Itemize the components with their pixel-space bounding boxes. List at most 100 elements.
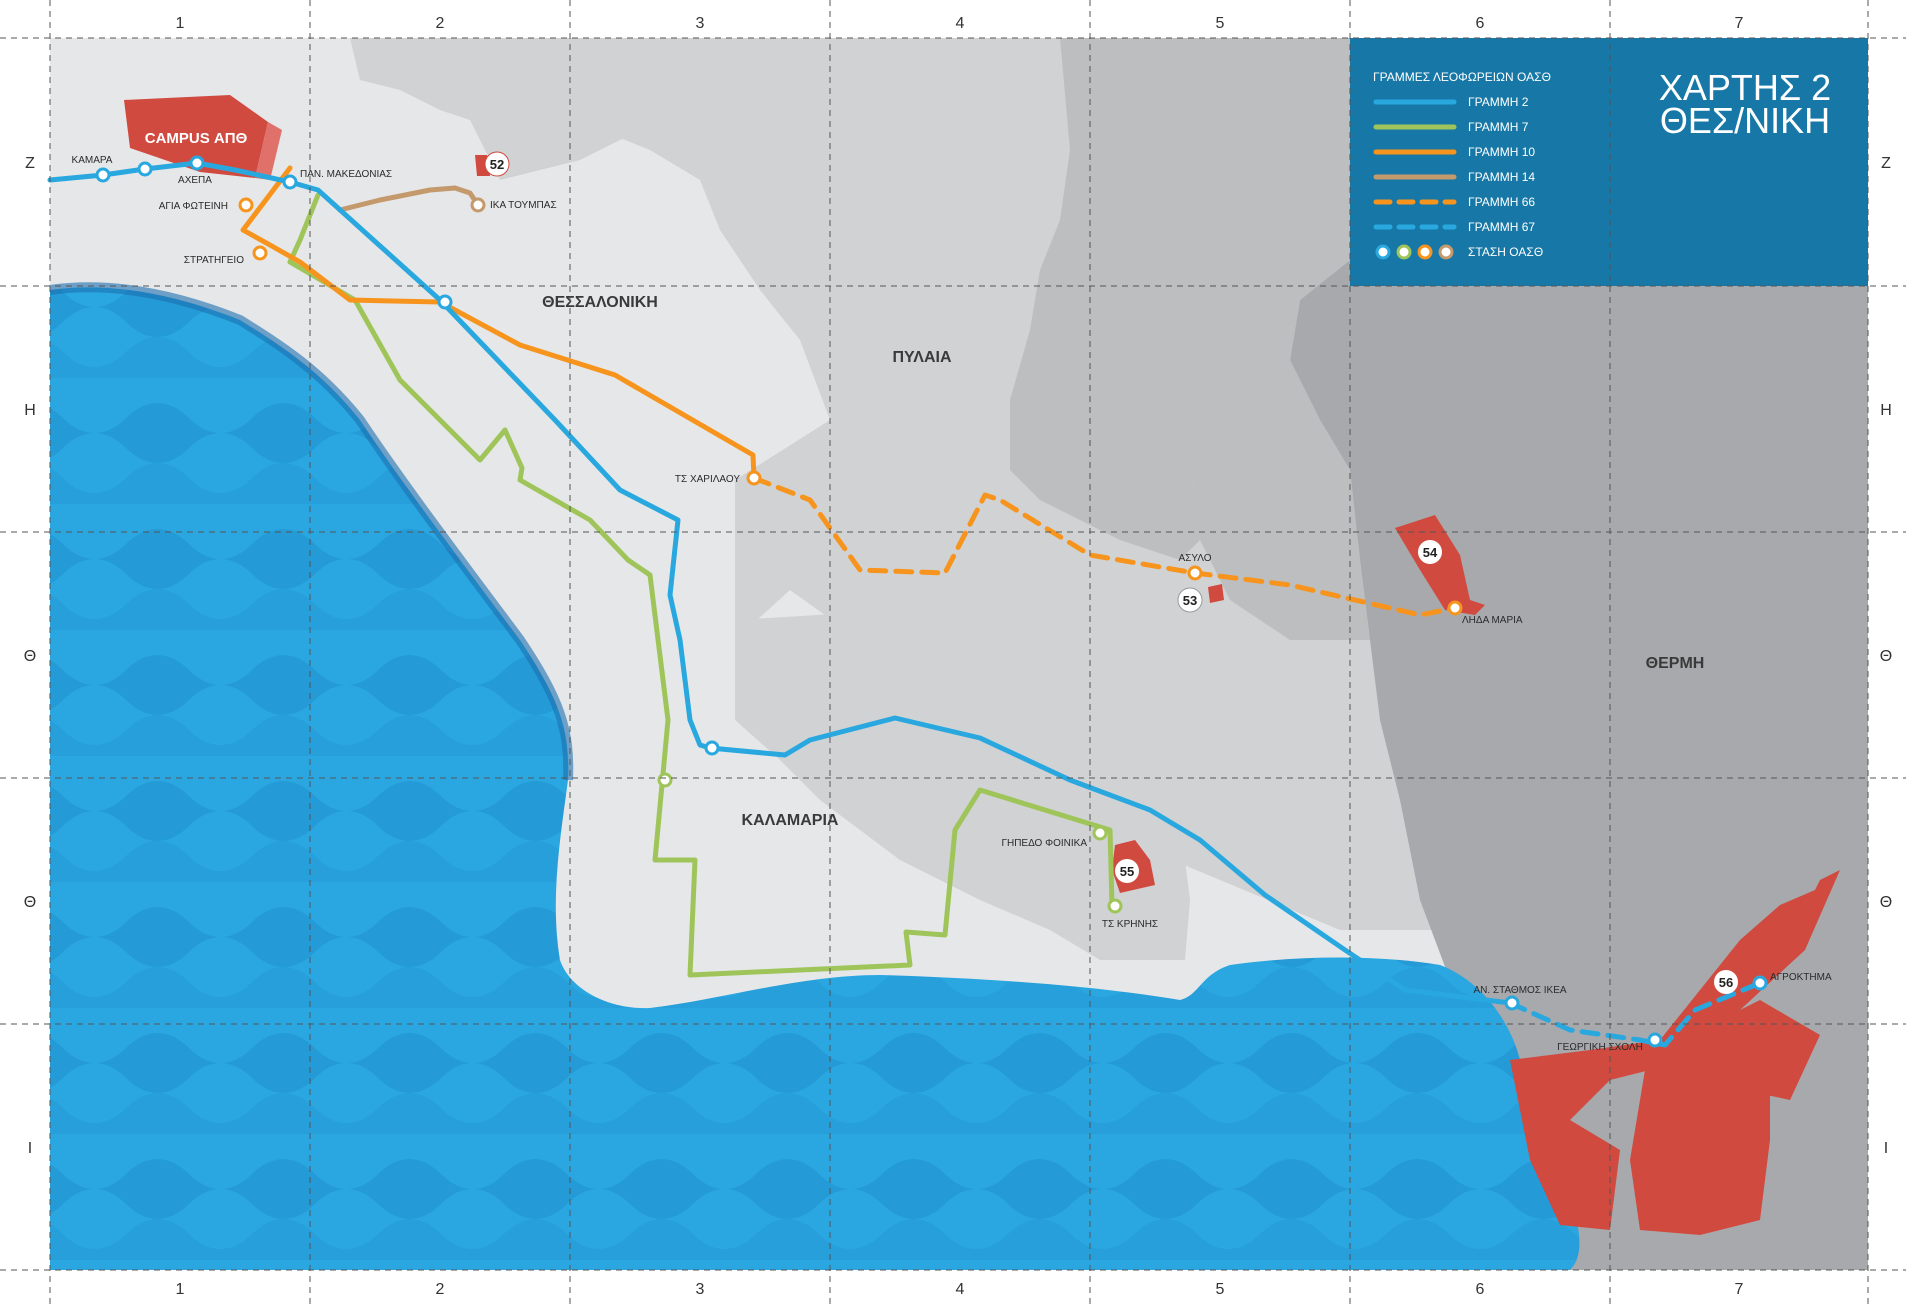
grid-row-left-2: Θ [24, 648, 36, 665]
label-asylo: ΑΣΥΛΟ [1178, 553, 1211, 564]
stop-asylo[interactable] [1187, 565, 1203, 581]
legend-label-3: ΓΡΑΜΜΗ 10 [1468, 145, 1535, 159]
badge-56-text: 56 [1719, 975, 1733, 990]
stop-line2-thess[interactable] [437, 294, 453, 310]
grid-row-right-5: K [1881, 0, 1892, 4]
stop-an-stathmos-ikea[interactable] [1504, 995, 1520, 1011]
site-54 [1395, 515, 1485, 615]
stop-agia-foteini[interactable] [238, 197, 254, 213]
label-acheta: ΑΧΕΠΑ [178, 175, 212, 186]
stop-pan-makedonias[interactable] [282, 174, 298, 190]
map-title-line1: ΧΑΡΤΗΣ 2 [1659, 67, 1831, 108]
grid-col-bottom-4: 4 [956, 1281, 965, 1298]
legend-stop-icon-3 [1417, 244, 1433, 260]
stop-agroktima[interactable] [1752, 975, 1768, 991]
badge-52: 52 [484, 151, 510, 177]
line-66 [751, 475, 1458, 618]
grid-row-left-0: Z [25, 155, 35, 172]
label-ika-toumpas: ΙΚΑ ΤΟΥΜΠΑΣ [490, 200, 557, 211]
line-10 [240, 165, 757, 481]
grid-col-top-2: 2 [436, 15, 445, 32]
campus-area [124, 95, 268, 178]
grid-col-top-6: 6 [1476, 15, 1485, 32]
line-14 [337, 185, 481, 213]
badge-54-text: 54 [1423, 545, 1438, 560]
legend-label-5: ΓΡΑΜΜΗ 66 [1468, 195, 1535, 209]
grid-col-bottom-6: 6 [1476, 1281, 1485, 1298]
stop-acheta[interactable] [189, 155, 205, 171]
stop-line7-kalamaria[interactable] [657, 772, 673, 788]
badge-53-text: 53 [1183, 593, 1197, 608]
legend-label-2: ΓΡΑΜΜΗ 7 [1468, 120, 1529, 134]
area-thessaloniki: ΘΕΣΣΑΛΟΝΙΚΗ [542, 294, 658, 311]
label-kamara: ΚΑΜΑΡΑ [72, 155, 113, 166]
grid-row-right-2: Θ [1880, 648, 1892, 665]
stop-kamara[interactable] [95, 167, 111, 183]
legend-stop-label: ΣΤΑΣΗ ΟΑΣΘ [1468, 245, 1543, 259]
grid-row-left-3: Θ [24, 894, 36, 911]
badge-52-text: 52 [490, 157, 504, 172]
stops [95, 155, 1768, 1048]
label-agia-foteini: ΑΓΙΑ ΦΩΤΕΙΝΗ [159, 201, 228, 212]
badge-54: 54 [1418, 540, 1442, 564]
label-ts-charilaou: ΤΣ ΧΑΡΙΛΑΟΥ [675, 474, 740, 485]
campus-label: CAMPUS ΑΠΘ [145, 130, 248, 147]
grid-col-top-4: 4 [956, 15, 965, 32]
label-an-stathmos-ikea: ΑΝ. ΣΤΑΘΜΟΣ ΙΚΕΑ [1473, 985, 1566, 996]
legend-title: ΓΡΑΜΜΕΣ ΛΕΟΦΩΡΕΙΩΝ ΟΑΣΘ [1373, 70, 1551, 84]
area-pylaia: ΠΥΛΑΙΑ [893, 349, 952, 366]
sea-shadow [49, 282, 574, 781]
grid-row-right-4: I [1884, 1140, 1888, 1157]
badge-56: 56 [1714, 970, 1738, 994]
stop-ligda-maria[interactable] [1447, 600, 1463, 616]
grid-col-top-3: 3 [696, 15, 705, 32]
label-stratigeio: ΣΤΡΑΤΗΓΕΙΟ [184, 255, 244, 266]
grid-row-right-0: Z [1881, 155, 1891, 172]
legend-label-4: ΓΡΑΜΜΗ 14 [1468, 170, 1535, 184]
grid-col-top-5: 5 [1216, 15, 1225, 32]
region-kalamaria-east [735, 610, 1190, 960]
stop-ts-krinis[interactable] [1107, 898, 1123, 914]
line-2 [47, 160, 1513, 1006]
label-gipedo-foinika: ΓΗΠΕΔΟ ΦΟΙΝΙΚΑ [1001, 838, 1087, 849]
grid-col-bottom-3: 3 [696, 1281, 705, 1298]
stop-stratigeio[interactable] [252, 245, 268, 261]
region-pylaia-dark [1010, 38, 1200, 560]
label-ligda-maria: ΛΗΔΑ ΜΑΡΙΑ [1462, 615, 1523, 626]
grid-col-top-7: 7 [1735, 15, 1744, 32]
badge-55-text: 55 [1120, 864, 1134, 879]
area-kalamaria: ΚΑΛΑΜΑΡΙΑ [742, 812, 839, 829]
label-georgiki-scholi: ΓΕΩΡΓΙΚΗ ΣΧΟΛΗ [1557, 1042, 1643, 1053]
stop-gipedo-foinika[interactable] [1092, 825, 1108, 841]
legend-stop-icon-4 [1438, 244, 1454, 260]
grid-row-left-1: H [24, 402, 36, 419]
stop-ts-charilaou[interactable] [746, 470, 762, 486]
stop-line2-kalamaria[interactable] [704, 740, 720, 756]
region-thermi-mid [1150, 38, 1370, 640]
line-67 [1507, 980, 1763, 1048]
area-thermi: ΘΕΡΜΗ [1646, 655, 1705, 672]
line-7 [287, 192, 1115, 978]
grid-col-bottom-7: 7 [1735, 1281, 1744, 1298]
campus-annex [255, 122, 282, 180]
map-title-line2: ΘΕΣ/ΝΙΚΗ [1660, 100, 1830, 141]
stop-georgiki-scholi[interactable] [1647, 1032, 1663, 1048]
legend-stop-icon-1 [1375, 244, 1391, 260]
grid-col-top-1: 1 [176, 15, 185, 32]
label-pan-makedonias: ΠΑΝ. ΜΑΚΕΔΟΝΙΑΣ [300, 169, 392, 180]
label-ts-krinis: ΤΣ ΚΡΗΝΗΣ [1102, 919, 1158, 930]
grid-col-bottom-2: 2 [436, 1281, 445, 1298]
grid-col-bottom-5: 5 [1216, 1281, 1225, 1298]
legend-label-6: ΓΡΑΜΜΗ 67 [1468, 220, 1535, 234]
badge-55: 55 [1115, 859, 1139, 883]
stop-ika-toumpas[interactable] [470, 197, 486, 213]
legend-panel [1350, 38, 1868, 286]
label-agroktima: ΑΓΡΟΚΤΗΜΑ [1770, 972, 1832, 983]
grid-row-right-3: Θ [1880, 894, 1892, 911]
grid-row-left-4: I [28, 1140, 32, 1157]
site-56-east [1650, 1000, 1820, 1100]
stop-acheta-a[interactable] [137, 161, 153, 177]
